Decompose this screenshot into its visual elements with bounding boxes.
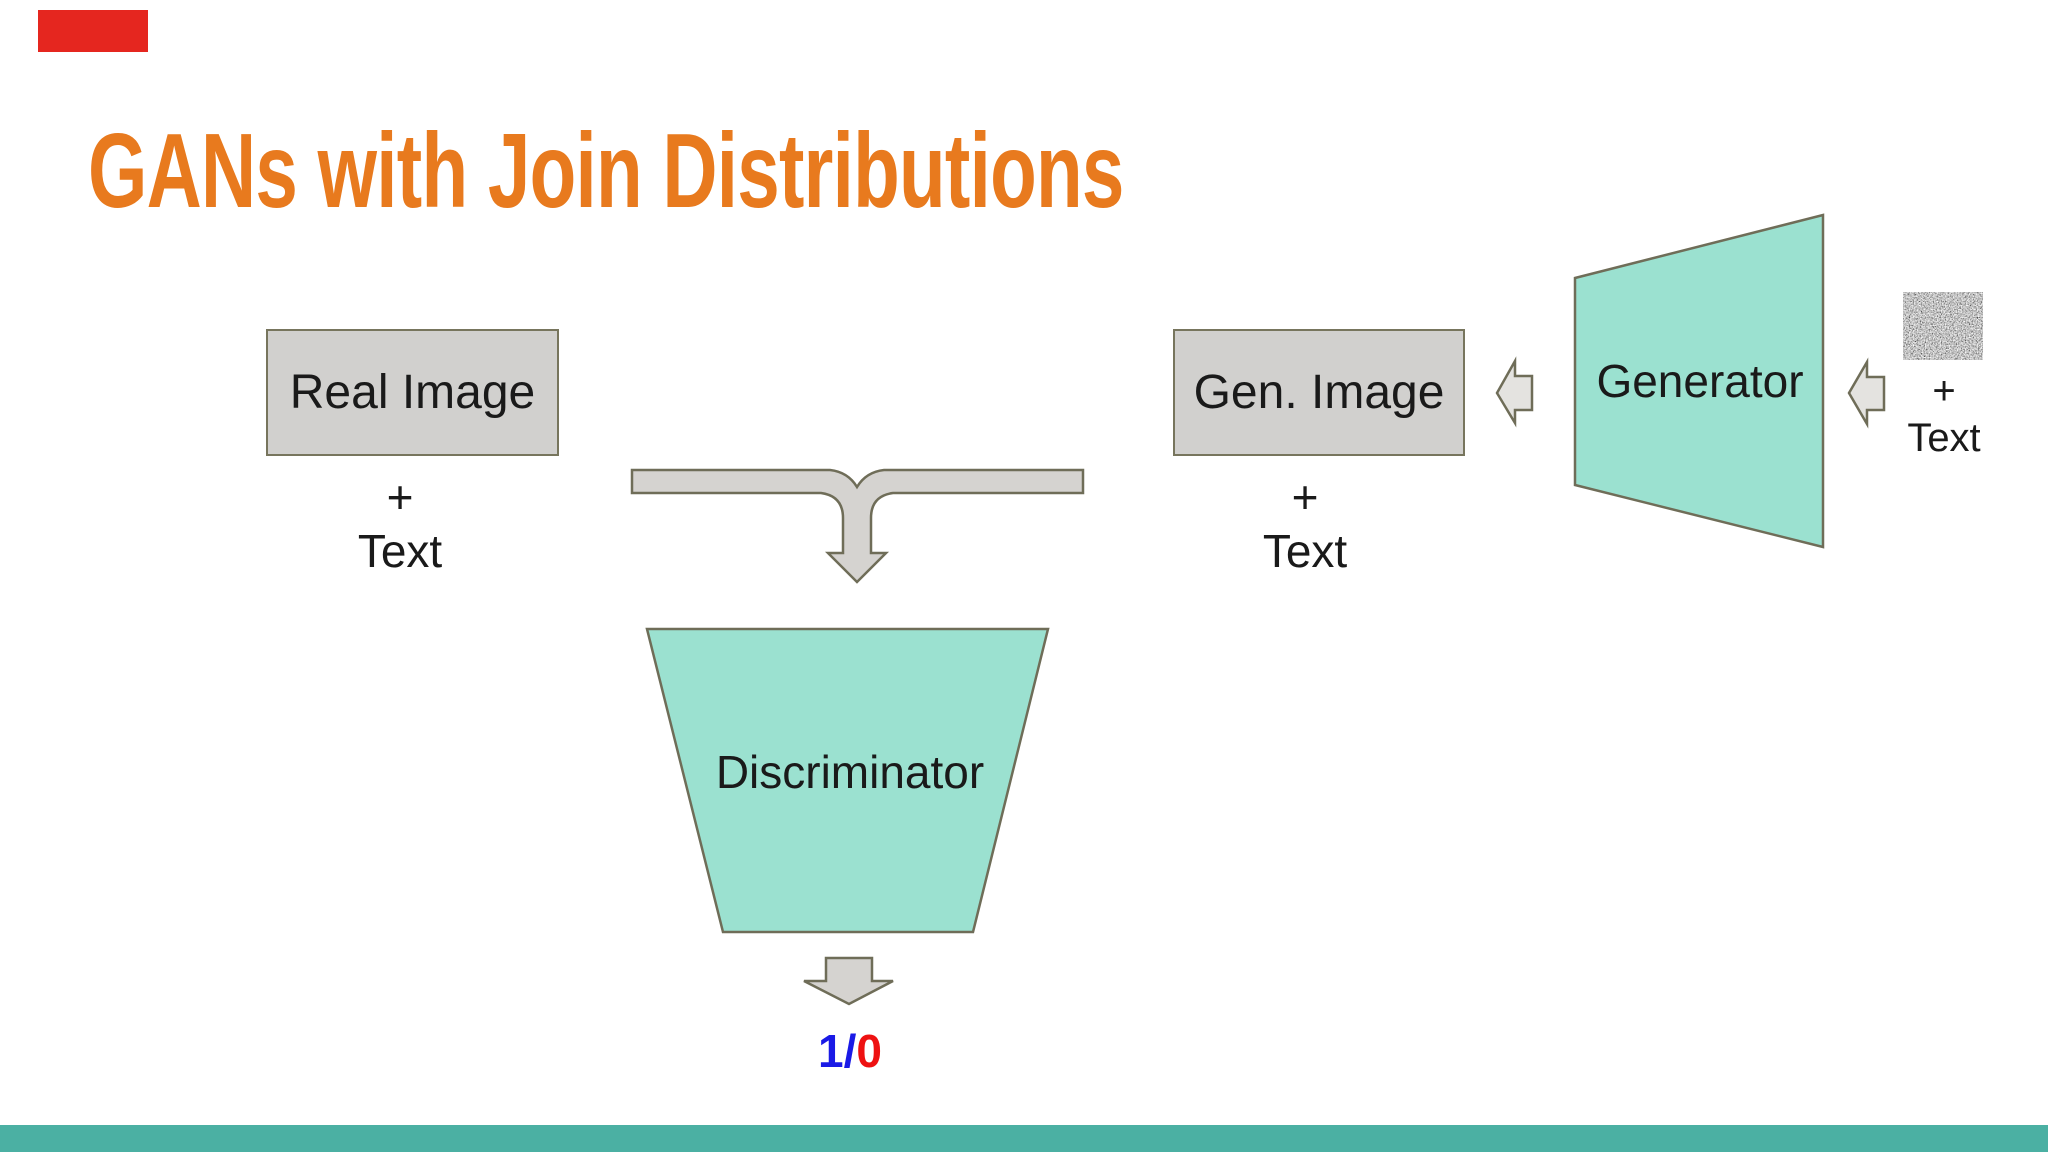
gen-caption-text: Text <box>1262 525 1348 577</box>
slide-title: GANs with Join Distributions <box>88 112 1124 230</box>
gen-image-label: Gen. Image <box>1193 365 1445 419</box>
generator-trapezoid <box>1573 213 1825 549</box>
gen-image-caption: + Text <box>1205 470 1405 578</box>
discriminator-label: Discriminator <box>715 746 985 798</box>
output-slash: / <box>843 1025 857 1077</box>
noise-image <box>1903 292 1983 360</box>
generator-label: Generator <box>1596 355 1804 407</box>
noise-caption-text: Text <box>1907 416 1981 460</box>
merge-arrow <box>630 468 1085 584</box>
noise-caption-plus: + <box>1932 369 1956 413</box>
down-arrow-icon <box>803 956 894 1006</box>
output-zero: 0 <box>856 1025 882 1077</box>
footer-bar <box>0 1125 2048 1152</box>
real-caption-text: Text <box>357 525 443 577</box>
recording-indicator <box>38 10 148 52</box>
left-arrow-generator-to-genimage-icon <box>1495 356 1534 428</box>
noise-caption: + Text <box>1864 368 2024 462</box>
left-arrow-noise-to-generator-icon <box>1847 357 1886 429</box>
gen-image-box: Gen. Image <box>1173 329 1465 456</box>
real-image-caption: + Text <box>300 470 500 578</box>
discriminator-trapezoid <box>645 627 1050 934</box>
real-caption-plus: + <box>386 471 414 523</box>
discriminator-output-label: 1/0 <box>750 1028 950 1074</box>
output-one: 1 <box>818 1025 844 1077</box>
gen-caption-plus: + <box>1291 471 1319 523</box>
real-image-box: Real Image <box>266 329 559 456</box>
real-image-label: Real Image <box>289 365 536 419</box>
